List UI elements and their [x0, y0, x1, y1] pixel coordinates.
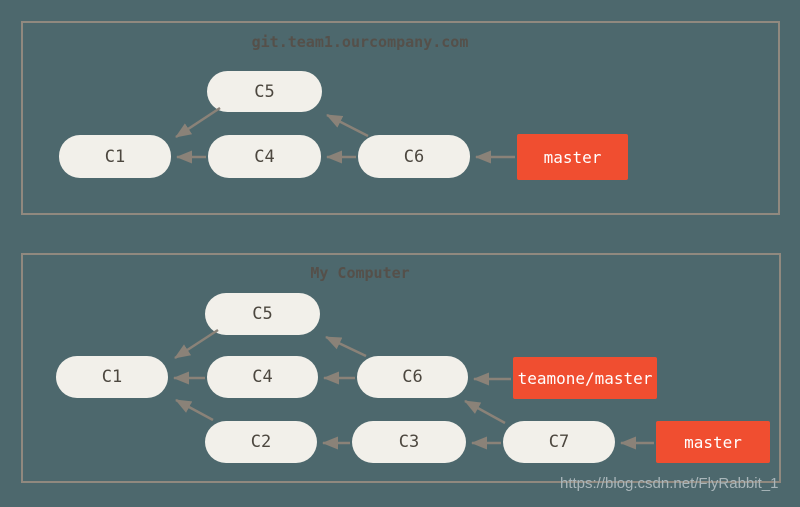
server-commit-c4: C4 [208, 135, 321, 178]
commit-label: C6 [402, 367, 423, 387]
server-commit-c6: C6 [358, 135, 470, 178]
server-commit-c5: C5 [207, 71, 322, 112]
local-branch-teamone-master: teamone/master [513, 357, 657, 399]
local-commit-c5: C5 [205, 293, 320, 335]
csdn-watermark: https://blog.csdn.net/FlyRabbit_1 [560, 475, 779, 492]
commit-label: C5 [254, 81, 275, 102]
commit-label: C1 [101, 367, 123, 387]
branch-label: teamone/master [517, 368, 653, 388]
local-commit-c3: C3 [352, 421, 466, 463]
server-branch-master: master [517, 134, 628, 180]
server-panel-title: git.team1.ourcompany.com [251, 33, 469, 51]
local-commit-c1: C1 [56, 356, 168, 398]
commit-label: C6 [403, 146, 425, 167]
branch-label: master [684, 432, 742, 452]
commit-label: C7 [548, 432, 570, 452]
local-repo-panel [21, 253, 781, 483]
local-commit-c6: C6 [357, 356, 468, 398]
commit-label: C5 [252, 304, 273, 324]
branch-label: master [543, 147, 602, 167]
commit-label: C2 [250, 432, 272, 452]
commit-label: C4 [252, 367, 273, 387]
local-commit-c4: C4 [207, 356, 318, 398]
commit-label: C3 [398, 432, 420, 452]
server-commit-c1: C1 [59, 135, 171, 178]
server-repo-panel [21, 21, 780, 215]
local-branch-master: master [656, 421, 770, 463]
local-panel-title: My Computer [310, 264, 410, 282]
local-commit-c2: C2 [205, 421, 317, 463]
local-commit-c7: C7 [503, 421, 615, 463]
commit-label: C1 [104, 146, 126, 167]
commit-label: C4 [254, 146, 275, 167]
